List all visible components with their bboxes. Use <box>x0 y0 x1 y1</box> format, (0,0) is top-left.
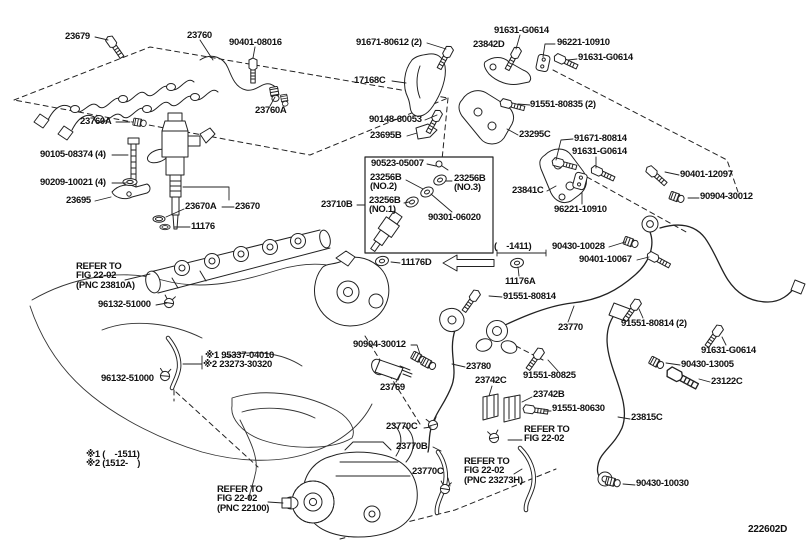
date-range-note: ※2 (1512- ) <box>86 458 141 469</box>
part-label: 96132-51000 <box>98 299 151 310</box>
part-label: 91631-G0614 <box>494 25 549 36</box>
left-arrow-icon <box>442 254 495 272</box>
fuel-rail <box>145 229 331 294</box>
part-label: 90401-12097 <box>680 169 733 180</box>
part-label: 11176A <box>505 276 536 287</box>
part-label: 90301-06020 <box>428 212 481 223</box>
part-label: 90209-10021 (4) <box>40 177 106 188</box>
part-label: 23742C <box>475 375 507 386</box>
part-label: 90430-13005 <box>681 359 734 370</box>
fuel-pipes <box>427 215 806 487</box>
spec-note: ※2 23273-30320 <box>203 359 272 370</box>
part-label: 23770C <box>386 421 418 432</box>
part-label: 23695 <box>66 195 91 206</box>
part-label: 23770 <box>558 322 583 333</box>
injection-pipe-set <box>33 55 278 141</box>
part-label: 23742B <box>533 389 565 400</box>
refer-note: REFER TO FIG 22-02 (PNC 22100) <box>217 484 270 514</box>
injector-detail-box <box>364 156 494 254</box>
part-label: 90430-10030 <box>636 478 689 489</box>
part-label: 23760A <box>80 116 112 127</box>
drawing-number: 222602D <box>748 524 788 535</box>
part-label: 91551-80814 <box>503 291 556 302</box>
part-label: 23770B <box>396 441 428 452</box>
part-label: 23679 <box>65 31 90 42</box>
part-label: 23256B (NO.3) <box>454 173 486 194</box>
part-label: 91631-G0614 <box>578 52 633 63</box>
part-label: 23710B <box>321 199 353 210</box>
part-label: 96221-10910 <box>557 37 610 48</box>
part-label: 90105-08374 (4) <box>40 149 106 160</box>
part-label: 23770C <box>412 466 444 477</box>
part-label: 23815C <box>631 412 663 423</box>
part-label: 96132-51000 <box>101 373 154 384</box>
supply-pump <box>281 423 418 538</box>
part-label: 11176D <box>401 257 432 268</box>
part-label: 23670 <box>235 201 260 212</box>
part-label: 91671-80612 (2) <box>356 37 422 48</box>
engine-block-outline <box>29 263 373 501</box>
part-label: 23841C <box>512 185 544 196</box>
part-label: 23670A <box>185 201 217 212</box>
date-range-bracket <box>496 249 547 257</box>
part-label: 11176 <box>191 221 215 232</box>
small-parts <box>371 358 521 423</box>
refer-note: REFER TO FIG 22-02 (PNC 23810A) <box>76 261 135 291</box>
part-label: 90904-30012 <box>353 339 406 350</box>
part-label: 23295C <box>519 129 551 140</box>
part-label: 17168C <box>354 75 386 86</box>
leader-lines <box>94 34 727 504</box>
part-label: 90523-05007 <box>371 158 424 169</box>
part-label: 23256B (NO.2) <box>370 172 402 193</box>
date-range-note: ( -1411) <box>494 241 532 252</box>
dashed-guides <box>13 46 739 540</box>
part-label: 23769 <box>380 382 405 393</box>
part-label: 90904-30012 <box>700 191 753 202</box>
part-label: 90401-10067 <box>579 254 632 265</box>
part-label: 90401-08016 <box>229 37 282 48</box>
part-label: 91551-80630 <box>552 403 605 414</box>
part-label: 23780 <box>466 361 491 372</box>
part-label: 90148-60053 <box>369 114 422 125</box>
date-range-note: ※1 ( -1511) <box>86 449 140 460</box>
pump-housing <box>314 250 390 327</box>
part-label: 91551-80814 (2) <box>621 318 687 329</box>
part-label: 91631-G0614 <box>701 345 756 356</box>
refer-note: REFER TO FIG 22-02 (PNC 23273H) <box>464 456 523 486</box>
part-label: 23256B (NO.1) <box>369 195 401 216</box>
part-label: 23122C <box>711 376 743 387</box>
part-label: 23842D <box>473 39 505 50</box>
refer-note: REFER TO FIG 22-02 <box>524 424 570 445</box>
spec-note: ※1 95337-04010 <box>205 350 274 361</box>
part-label: 91631-G0614 <box>572 146 627 157</box>
part-label: 23760A <box>255 105 287 116</box>
part-label: 23695B <box>370 130 402 141</box>
part-label: 23760 <box>187 30 212 41</box>
part-label: 96221-10910 <box>554 204 607 215</box>
part-label: 90430-10028 <box>552 241 605 252</box>
part-label: 91551-80825 <box>523 370 576 381</box>
part-label: 91671-80814 <box>574 133 627 144</box>
part-label: 91551-80835 (2) <box>530 99 596 110</box>
